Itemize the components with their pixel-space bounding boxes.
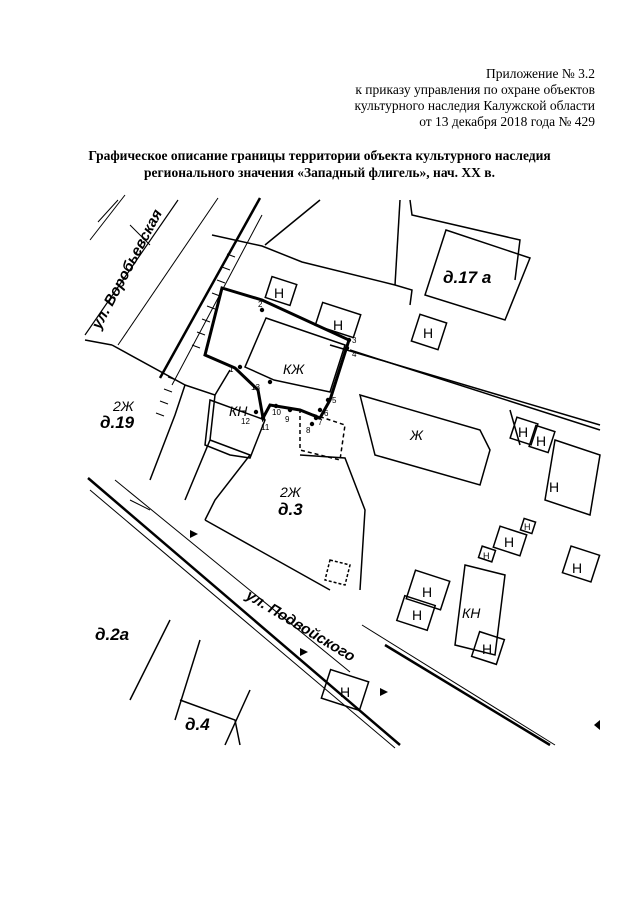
building-n-12 xyxy=(395,594,437,632)
point-label-11: 11 xyxy=(261,423,270,432)
building-n-4 xyxy=(509,416,539,446)
boundary-point-markers xyxy=(237,307,352,427)
type-label-n-3: Н xyxy=(423,325,433,341)
buildings xyxy=(204,229,601,712)
point-label-2: 2 xyxy=(258,300,263,309)
building-n-8 xyxy=(477,545,497,563)
building-n-14 xyxy=(320,668,370,712)
point-label-3: 3 xyxy=(352,336,357,345)
vorobyevskaya-street-lines xyxy=(84,194,263,386)
building-kn-1 xyxy=(204,398,266,459)
object-territory-boundary xyxy=(203,286,351,423)
type-label-n-5: Н xyxy=(536,433,546,449)
building-n-7 xyxy=(492,525,528,557)
street-direction-markers xyxy=(190,530,600,730)
type-label-n-4: Н xyxy=(518,424,528,440)
building-n-1 xyxy=(264,275,298,307)
authority-name: культурного наследия Калужской области xyxy=(354,98,595,113)
house-label-3: д.3 xyxy=(278,500,303,519)
building-n-9 xyxy=(519,517,537,535)
point-label-12: 12 xyxy=(241,417,250,426)
street-label-vorobyevskaya: ул. Воробьевская xyxy=(88,206,166,332)
title-line-1: Графическое описание границы территории … xyxy=(88,148,551,163)
type-label-n-7: Н xyxy=(504,534,514,550)
point-label-1: 1 xyxy=(229,365,234,374)
parcel-lines xyxy=(84,199,601,746)
building-dashed-2 xyxy=(324,559,351,586)
type-label-kn-1: КН xyxy=(229,403,248,419)
building-n-10 xyxy=(561,545,601,583)
building-n-11 xyxy=(405,569,451,611)
point-label-5: 5 xyxy=(332,396,337,405)
type-label-n-9: Н xyxy=(524,522,531,532)
house-label-4: д.4 xyxy=(185,715,210,734)
building-n-6 xyxy=(544,439,601,516)
appendix-header: Приложение № 3.2 к приказу управления по… xyxy=(354,66,595,130)
boundary-point-labels: 1 2 3 4 5 6 7 8 9 10 11 12 13 xyxy=(229,300,357,435)
point-label-7: 7 xyxy=(318,418,323,427)
type-label-n-6: Н xyxy=(549,479,559,495)
point-label-10: 10 xyxy=(272,408,281,417)
building-dashed xyxy=(299,408,346,461)
building-n-2 xyxy=(314,301,362,339)
podvoyskogo-street-lines xyxy=(87,477,556,749)
point-label-8: 8 xyxy=(306,426,311,435)
fence-hatching xyxy=(155,253,236,417)
type-label-n-11: Н xyxy=(422,584,432,600)
type-label-n-1: Н xyxy=(274,285,284,301)
type-label-n-8: Н xyxy=(483,551,490,561)
type-label-n-10: Н xyxy=(572,560,582,576)
type-label-zh: Ж xyxy=(409,427,424,443)
type-label-kzh: КЖ xyxy=(283,361,305,377)
house-label-2a: д.2а xyxy=(95,625,129,644)
point-label-13: 13 xyxy=(251,383,260,392)
type-label-kn-2: КН xyxy=(462,605,481,621)
point-label-6: 6 xyxy=(324,409,329,418)
type-label-n-14: Н xyxy=(340,684,350,700)
type-label-n-12: Н xyxy=(412,607,422,623)
point-label-4: 4 xyxy=(352,350,357,359)
building-zh xyxy=(358,393,491,486)
type-label-n-2: Н xyxy=(333,317,343,333)
appendix-number: Приложение № 3.2 xyxy=(486,66,595,81)
western-wing-building xyxy=(244,317,346,393)
house-label-19: д.19 xyxy=(100,413,135,432)
house-label-17a: д.17 а xyxy=(443,268,491,287)
type-label-2zh-3: 2Ж xyxy=(279,484,302,500)
type-label-2zh-19: 2Ж xyxy=(112,398,135,414)
building-17a xyxy=(424,229,531,321)
building-n-3 xyxy=(410,313,448,351)
order-reference: к приказу управления по охране объектов xyxy=(355,82,595,97)
type-label-n-13: Н xyxy=(482,641,492,657)
point-label-9: 9 xyxy=(285,415,290,424)
building-n-5 xyxy=(528,424,556,454)
title-line-2: регионального значения «Западный флигель… xyxy=(144,165,495,180)
order-date: от 13 декабря 2018 года № 429 xyxy=(419,114,595,129)
building-n-13 xyxy=(470,630,506,666)
document-title: Графическое описание границы территории … xyxy=(0,147,639,181)
building-kn-2 xyxy=(454,564,506,656)
